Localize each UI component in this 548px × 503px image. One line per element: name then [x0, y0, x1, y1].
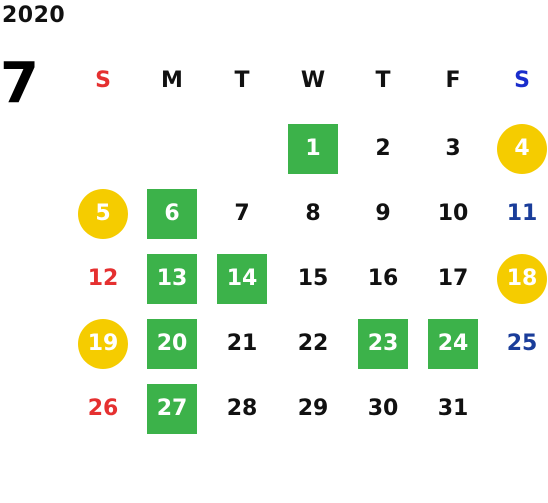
- day-cell-25[interactable]: 25: [506, 331, 538, 356]
- weekday-header-tue: T: [234, 68, 250, 93]
- day-cell-16[interactable]: 16: [367, 266, 399, 291]
- day-cell-4[interactable]: 4: [497, 124, 547, 174]
- day-cell-6[interactable]: 6: [147, 189, 197, 239]
- day-cell-28[interactable]: 28: [226, 396, 258, 421]
- weekday-header-wed: W: [300, 68, 326, 93]
- day-cell-29[interactable]: 29: [297, 396, 329, 421]
- day-cell-17[interactable]: 17: [437, 266, 469, 291]
- day-cell-15[interactable]: 15: [297, 266, 329, 291]
- day-cell-30[interactable]: 30: [367, 396, 399, 421]
- day-cell-26[interactable]: 26: [87, 396, 119, 421]
- day-cell-9[interactable]: 9: [375, 201, 391, 226]
- day-cell-18[interactable]: 18: [497, 254, 547, 304]
- day-cell-8[interactable]: 8: [305, 201, 321, 226]
- weekday-header-fri: F: [445, 68, 461, 93]
- day-cell-24[interactable]: 24: [428, 319, 478, 369]
- day-cell-19[interactable]: 19: [78, 319, 128, 369]
- day-cell-11[interactable]: 11: [506, 201, 538, 226]
- weekday-header-mon: M: [161, 68, 183, 93]
- day-cell-14[interactable]: 14: [217, 254, 267, 304]
- weekday-header-thu: T: [375, 68, 391, 93]
- day-cell-1[interactable]: 1: [288, 124, 338, 174]
- day-cell-12[interactable]: 12: [87, 266, 119, 291]
- day-cell-10[interactable]: 10: [437, 201, 469, 226]
- weekday-header-sat: S: [514, 68, 530, 93]
- day-cell-21[interactable]: 21: [226, 331, 258, 356]
- day-cell-22[interactable]: 22: [297, 331, 329, 356]
- day-cell-5[interactable]: 5: [78, 189, 128, 239]
- day-cell-3[interactable]: 3: [445, 136, 461, 161]
- month-number: 7: [0, 51, 39, 116]
- day-cell-13[interactable]: 13: [147, 254, 197, 304]
- year-label: 2020: [2, 3, 66, 28]
- day-cell-31[interactable]: 31: [437, 396, 469, 421]
- day-cell-2[interactable]: 2: [375, 136, 391, 161]
- day-cell-23[interactable]: 23: [358, 319, 408, 369]
- day-cell-7[interactable]: 7: [234, 201, 250, 226]
- day-cell-27[interactable]: 27: [147, 384, 197, 434]
- day-cell-20[interactable]: 20: [147, 319, 197, 369]
- weekday-header-sun: S: [95, 68, 111, 93]
